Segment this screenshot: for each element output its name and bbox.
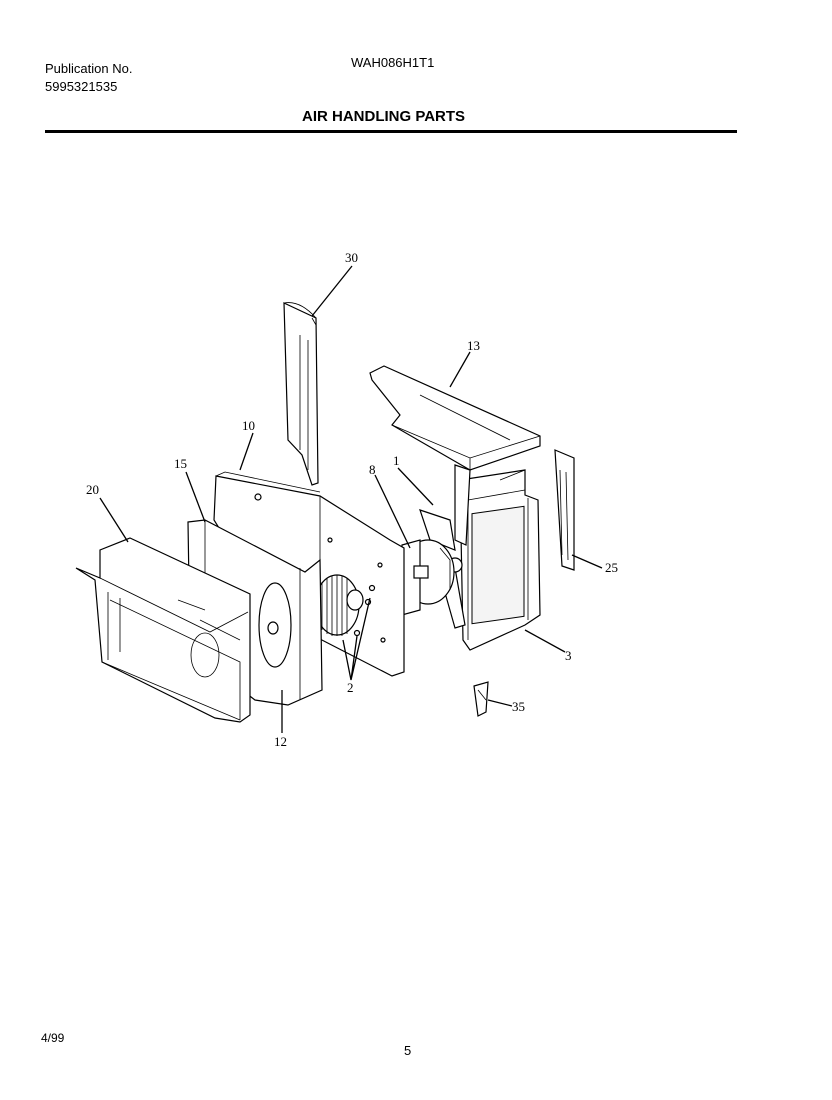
callout-12: 12 (274, 734, 287, 749)
part-35-bracket (473, 681, 489, 717)
publication-number: 5995321535 (45, 79, 118, 94)
part-25-side-strip (554, 449, 575, 571)
callout-8: 8 (369, 462, 376, 477)
part-30-cover (283, 302, 319, 486)
blower-wheel (314, 574, 364, 636)
callout-25: 25 (605, 560, 618, 575)
callout-30: 30 (345, 250, 358, 265)
callout-13: 13 (467, 338, 480, 353)
callout-20: 20 (86, 482, 99, 497)
callout-2: 2 (347, 680, 354, 695)
callout-15: 15 (174, 456, 187, 471)
callout-3: 3 (565, 648, 572, 663)
header-rule (45, 130, 737, 133)
callout-1: 1 (393, 453, 400, 468)
callout-35: 35 (512, 699, 525, 714)
page-title: AIR HANDLING PARTS (302, 108, 466, 125)
footer-date: 4/99 (41, 1031, 65, 1045)
part-3-frame (459, 469, 541, 651)
callout-10: 10 (242, 418, 255, 433)
model-number: WAH086H1T1 (351, 55, 435, 70)
part-20-front-frame (75, 537, 251, 723)
leader-lines (99, 265, 603, 733)
page-number: 5 (404, 1043, 412, 1058)
publication-label: Publication No. (45, 61, 133, 76)
part-8-motor (401, 539, 455, 616)
